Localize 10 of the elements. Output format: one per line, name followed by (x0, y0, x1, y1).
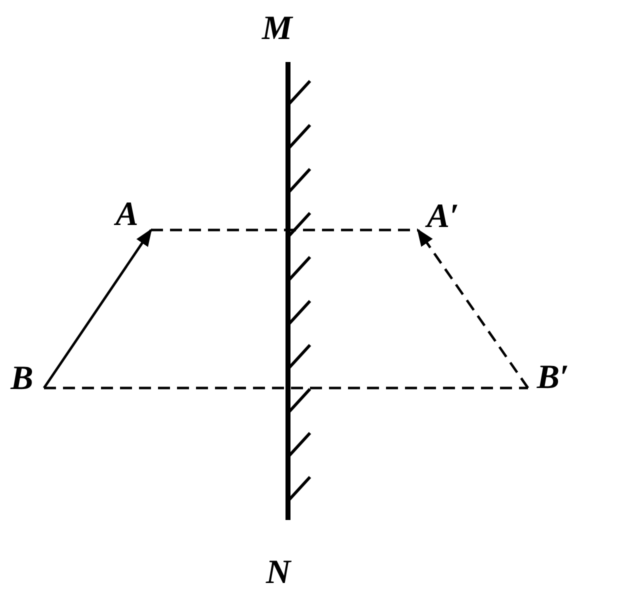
arrow (42, 228, 152, 389)
arrow (416, 228, 530, 389)
point-label: A′ (418, 200, 468, 234)
point-label: A (103, 200, 151, 230)
mirror-end-label: M (262, 12, 292, 46)
dashed-line (151, 228, 418, 232)
mirror-end-label: N (266, 556, 291, 590)
dashed-line (44, 386, 528, 390)
point-label: B′ (528, 362, 578, 394)
point-label: B (0, 364, 44, 394)
